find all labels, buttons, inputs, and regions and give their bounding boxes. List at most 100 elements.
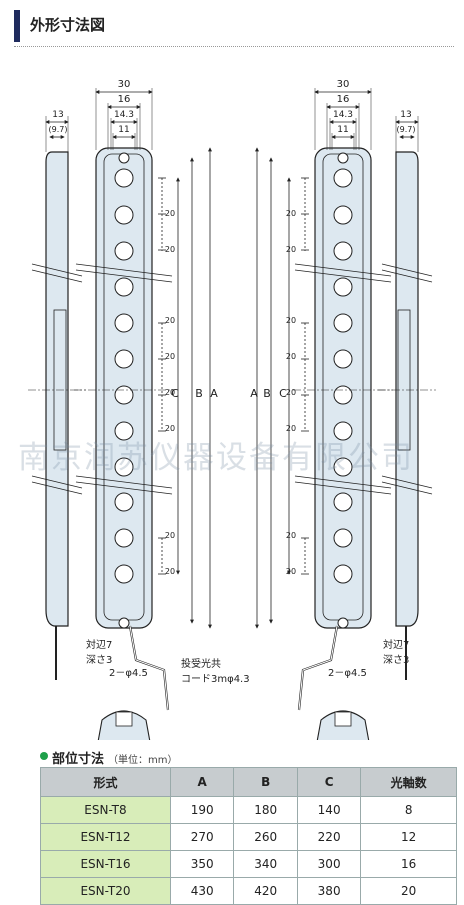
note-depth-left: 深さ3 — [86, 654, 112, 666]
lens-icon — [333, 205, 353, 225]
pitch-left-1: 20 — [165, 209, 175, 218]
break-line — [381, 481, 433, 495]
cable-core — [129, 625, 169, 711]
right-front-view — [255, 88, 393, 711]
col-header-a: A — [169, 767, 235, 797]
lens-icon — [114, 241, 134, 261]
lens-icon — [114, 528, 134, 548]
cell-b: 180 — [233, 796, 298, 824]
note-hex-right: 対辺7 — [383, 638, 409, 651]
header-divider — [14, 46, 454, 48]
note-hole-left: 2－φ4.5 — [109, 668, 148, 679]
pitch-right-5: 20 — [286, 388, 296, 397]
lens-icon — [114, 492, 134, 512]
bottom-section-views — [97, 710, 370, 740]
lens-icon — [333, 528, 353, 548]
side-window — [53, 309, 67, 451]
note-cable-2: コード3mφ4.3 — [181, 674, 250, 685]
cell-a: 270 — [169, 823, 235, 851]
pitch-left-8: 20 — [165, 567, 175, 576]
left-front-view — [74, 88, 212, 711]
col-header-c: C — [296, 767, 362, 797]
pitch-right-2: 20 — [286, 245, 296, 254]
page-header: 外形寸法図 — [14, 10, 454, 47]
cell-c: 220 — [296, 823, 362, 851]
table-row: ESN-T20 430 420 380 20 — [40, 877, 457, 905]
table-row: ESN-T12 270 260 220 12 — [40, 823, 457, 851]
break-line — [75, 263, 173, 277]
right-side-view — [378, 116, 436, 680]
label-c-left: C — [171, 387, 179, 400]
col-header-model: 形式 — [40, 767, 171, 797]
lens-icon — [333, 457, 353, 477]
cell-a: 430 — [169, 877, 235, 905]
break-line — [75, 481, 173, 495]
note-hole-right: 2－φ4.5 — [328, 668, 367, 679]
pitch-right-3: 20 — [286, 316, 296, 325]
pitch-right-7: 20 — [286, 531, 296, 540]
dim-14-3-left: 14.3 — [114, 110, 134, 120]
dim-13-right: 13 — [400, 110, 411, 120]
lens-icon — [114, 385, 134, 405]
mount-screw-icon — [337, 152, 349, 164]
break-line — [75, 269, 173, 283]
table-header-row: 形式 A B C 光軸数 — [40, 767, 457, 797]
pitch-right-1: 20 — [286, 209, 296, 218]
cell-b: 340 — [233, 850, 298, 878]
lens-icon — [333, 385, 353, 405]
label-b-right: B — [263, 387, 271, 400]
dim-9-7-left: (9.7) — [49, 125, 68, 134]
lens-icon — [333, 421, 353, 441]
dim-30-right: 30 — [337, 79, 350, 90]
mount-screw-icon — [337, 617, 349, 629]
dim-11-left: 11 — [118, 125, 129, 135]
col-header-axes: 光軸数 — [360, 767, 457, 797]
cross-section-slot — [115, 711, 133, 727]
col-header-b: B — [233, 767, 298, 797]
lens-icon — [333, 349, 353, 369]
label-a-left: A — [210, 387, 218, 400]
dim-30-left: 30 — [118, 79, 131, 90]
break-line — [31, 269, 83, 283]
dim-13-left: 13 — [52, 110, 63, 120]
cell-model: ESN-T16 — [40, 850, 171, 878]
label-c-right: C — [279, 387, 287, 400]
break-line — [75, 475, 173, 489]
pitch-right-4: 20 — [286, 352, 296, 361]
cell-axes: 20 — [360, 877, 457, 905]
dim-9-7-right: (9.7) — [397, 125, 416, 134]
dim-16-right: 16 — [337, 94, 350, 105]
lens-icon — [333, 168, 353, 188]
pitch-right-6: 20 — [286, 424, 296, 433]
cell-model: ESN-T20 — [40, 877, 171, 905]
note-cable-1: 投受光共 — [181, 657, 221, 670]
mount-screw-icon — [118, 152, 130, 164]
dims-table-unit: （単位：mm） — [108, 755, 178, 766]
pitch-left-5: 20 — [165, 388, 175, 397]
label-a-right: A — [250, 387, 258, 400]
cell-b: 260 — [233, 823, 298, 851]
mount-screw-icon — [118, 617, 130, 629]
dim-14-3-right: 14.3 — [333, 110, 353, 120]
pitch-left-3: 20 — [165, 316, 175, 325]
lens-icon — [114, 205, 134, 225]
lens-icon — [114, 349, 134, 369]
lens-icon — [114, 564, 134, 584]
header-accent-bar — [14, 10, 20, 42]
left-side-view — [28, 116, 86, 680]
break-line — [294, 475, 392, 489]
dim-11-right: 11 — [337, 125, 348, 135]
side-body — [395, 151, 419, 627]
break-line — [381, 263, 433, 277]
pitch-left-7: 20 — [165, 531, 175, 540]
lens-icon — [114, 457, 134, 477]
side-window — [397, 309, 411, 451]
dimension-drawing: 30 16 14.3 11 30 16 14.3 11 13 (9.7) 13 … — [28, 79, 436, 740]
lens-icon — [114, 168, 134, 188]
cell-axes: 12 — [360, 823, 457, 851]
break-line — [381, 269, 433, 283]
cell-a: 190 — [169, 796, 235, 824]
break-line — [31, 263, 83, 277]
lens-icon — [333, 492, 353, 512]
table-row: ESN-T8 190 180 140 8 — [40, 796, 457, 824]
